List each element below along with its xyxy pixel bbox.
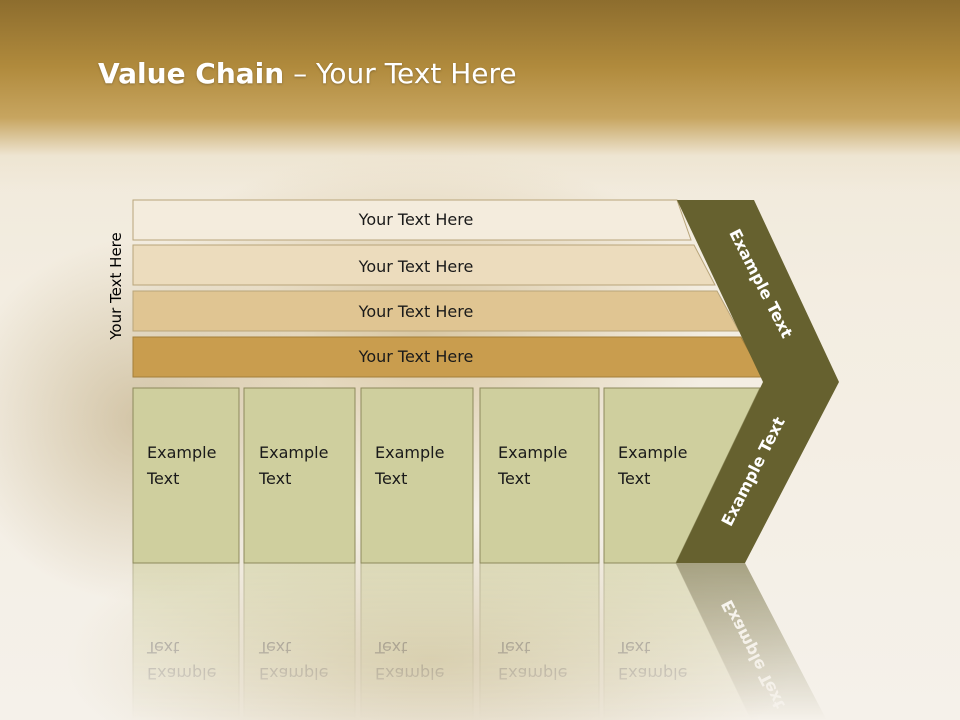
row-label-2: Your Text Here: [358, 257, 474, 276]
reflection-column-text-4: ExampleText: [497, 638, 567, 683]
row-bar-1[interactable]: [132, 199, 692, 241]
column-box-4[interactable]: [479, 387, 600, 564]
reflection-column-text-1: ExampleText: [146, 638, 216, 683]
title-bold: Value Chain: [98, 57, 285, 90]
chevron-arrow[interactable]: [676, 200, 839, 563]
column-box-1[interactable]: [132, 387, 240, 564]
reflection-column-text-2: ExampleText: [258, 638, 328, 683]
row-label-1: Your Text Here: [358, 210, 474, 229]
slide-title: Value Chain – Your Text Here: [98, 54, 517, 94]
row-label-4: Your Text Here: [358, 347, 474, 366]
row-bar-2[interactable]: [132, 244, 716, 286]
reflection-column-text-5: ExampleText: [617, 638, 687, 683]
reflection: ExampleText ExampleText ExampleText Exam…: [132, 562, 827, 720]
row-label-3: Your Text Here: [358, 302, 474, 321]
header-band: [0, 0, 960, 190]
column-box-3[interactable]: [360, 387, 474, 564]
reflection-column-text-3: ExampleText: [374, 638, 444, 683]
title-rest: – Your Text Here: [284, 57, 517, 90]
column-box-2[interactable]: [243, 387, 356, 564]
